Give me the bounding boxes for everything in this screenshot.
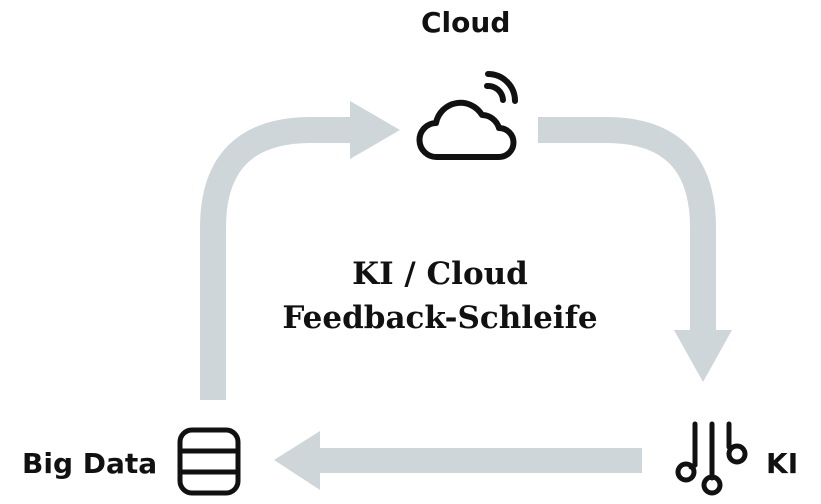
- arrow-bigdata-to-cloud: [200, 101, 400, 400]
- big-data-label: Big Data: [22, 447, 158, 480]
- circuit-icon: [675, 421, 748, 496]
- database-icon: [177, 427, 241, 496]
- cloud-label: Cloud: [421, 6, 511, 39]
- arrow-ki-to-bigdata: [274, 431, 642, 490]
- arrow-cloud-to-ki: [538, 117, 732, 382]
- cloud-icon: [416, 71, 518, 161]
- center-title-line2: Feedback-Schleife: [282, 300, 598, 336]
- ki-label: KI: [766, 447, 799, 480]
- center-title-line1: KI / Cloud: [352, 256, 528, 292]
- center-title: KI / Cloud Feedback-Schleife: [280, 252, 600, 340]
